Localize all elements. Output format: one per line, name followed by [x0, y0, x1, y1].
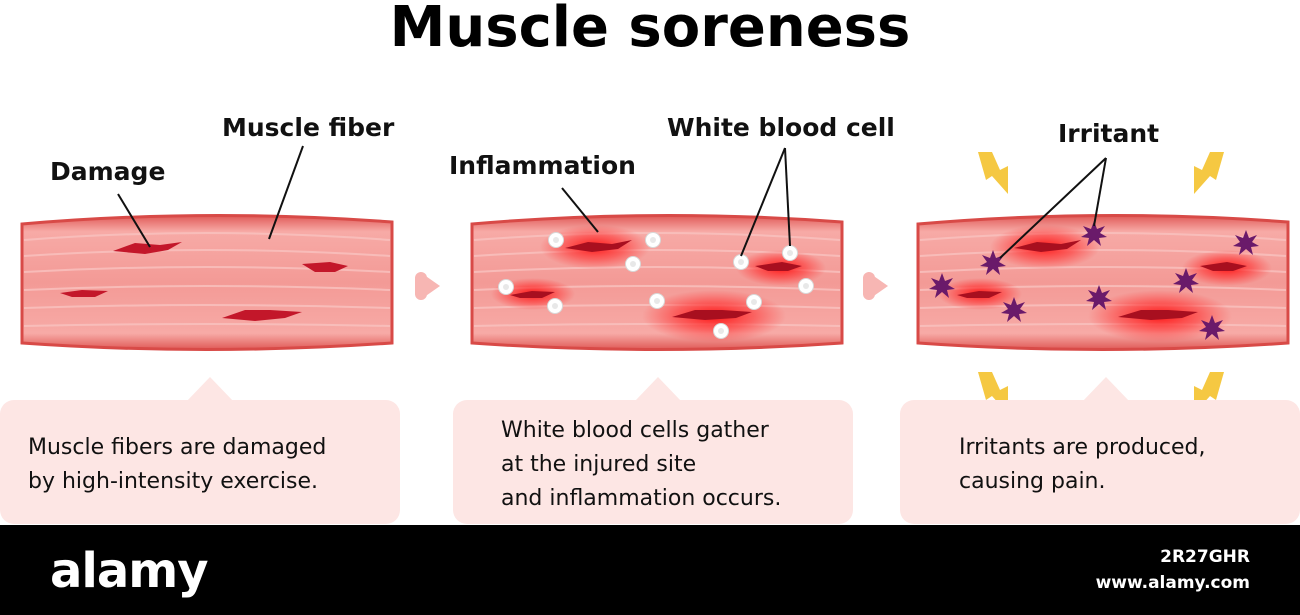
- label-irritant: Irritant: [1058, 119, 1160, 148]
- caption-box-stage1: Muscle fibers are damaged by high-intens…: [0, 400, 400, 524]
- label-muscle-fiber: Muscle fiber: [222, 113, 395, 142]
- label-damage: Damage: [50, 157, 166, 186]
- label-inflammation: Inflammation: [449, 151, 636, 180]
- watermark-image-id: 2R27GHR: [1160, 547, 1250, 567]
- muscle-soreness-diagram: [20, 145, 1290, 414]
- caption-pointer-2: [634, 377, 682, 402]
- caption-box-stage3: Irritants are produced, causing pain.: [900, 400, 1300, 524]
- muscle-fiber-stage1: [20, 213, 394, 351]
- caption-box-stage2: White blood cells gather at the injured …: [453, 400, 853, 524]
- caption-stage1-line1: Muscle fibers are damaged: [28, 435, 327, 460]
- caption-pointer-3: [1082, 377, 1130, 402]
- page-title: Muscle soreness: [389, 0, 911, 60]
- damage-wounds-stage2: [510, 240, 802, 320]
- caption-stage1-line2: by high-intensity exercise.: [28, 469, 319, 494]
- label-white-blood-cell: White blood cell: [667, 113, 895, 142]
- leader-lines: [117, 145, 1107, 259]
- caption-stage2-line3: and inflammation occurs.: [501, 486, 782, 511]
- caption-stage2-line1: White blood cells gather: [501, 418, 769, 443]
- caption-stage2-line2: at the injured site: [501, 452, 697, 477]
- watermark-bar: alamy 2R27GHR www.alamy.com: [0, 525, 1300, 615]
- caption-pointer-1: [186, 377, 234, 402]
- damage-wounds-stage3: [957, 240, 1247, 320]
- watermark-brand: alamy: [50, 543, 209, 599]
- caption-stage3-line2: causing pain.: [959, 469, 1106, 494]
- damage-wounds-stage1: [60, 242, 348, 321]
- caption-stage3-line1: Irritants are produced,: [959, 435, 1206, 460]
- watermark-url: www.alamy.com: [1095, 573, 1250, 593]
